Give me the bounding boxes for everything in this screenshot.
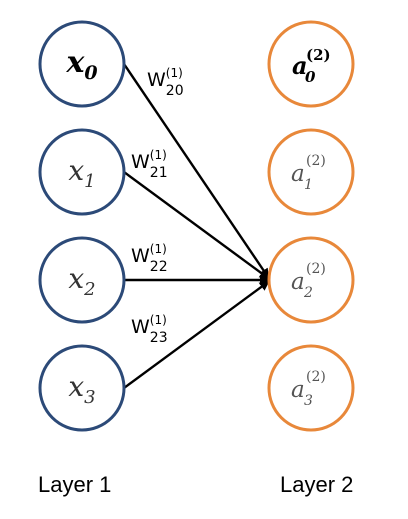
svg-text:a (2) 1: a (2) 1 bbox=[291, 145, 333, 193]
node-x2: x2 bbox=[38, 236, 126, 324]
node-x1: x1 bbox=[38, 128, 126, 216]
edge-x0-a2 bbox=[123, 63, 270, 279]
weight-label-w20: W(1)20 bbox=[147, 66, 184, 99]
node-a2: a (2) 2 bbox=[267, 236, 355, 324]
svg-text:a (2) 2: a (2) 2 bbox=[291, 253, 333, 301]
edge-x1-a2 bbox=[123, 171, 270, 280]
weight-label-w23: W(1)23 bbox=[131, 313, 168, 346]
svg-text:x2: x2 bbox=[68, 262, 95, 300]
edge-x3-a2 bbox=[123, 280, 270, 389]
layer2-nodes: a (2) 0 a (2) 1 a (2) 2 bbox=[267, 20, 355, 432]
node-a3: a (2) 3 bbox=[267, 344, 355, 432]
svg-text:a (2) 0: a (2) 0 bbox=[292, 37, 339, 86]
weight-labels: W(1)20 W(1)21 W(1)22 W(1)23 bbox=[131, 66, 184, 346]
node-x3: x3 bbox=[38, 344, 126, 432]
svg-text:x0: x0 bbox=[65, 45, 97, 84]
svg-text:a (2) 3: a (2) 3 bbox=[291, 361, 333, 409]
node-x0: x0 bbox=[38, 20, 126, 108]
svg-text:x1: x1 bbox=[68, 154, 95, 192]
weight-label-w22: W(1)22 bbox=[131, 242, 168, 275]
weight-label-w21: W(1)21 bbox=[131, 148, 168, 181]
node-a0: a (2) 0 bbox=[267, 20, 355, 108]
layer1-nodes: x0 x1 x2 x3 bbox=[38, 20, 126, 432]
edges bbox=[123, 63, 270, 389]
layer1-label: Layer 1 bbox=[38, 472, 112, 497]
node-a1: a (2) 1 bbox=[267, 128, 355, 216]
layer2-label: Layer 2 bbox=[280, 472, 354, 497]
svg-text:x3: x3 bbox=[68, 370, 95, 408]
